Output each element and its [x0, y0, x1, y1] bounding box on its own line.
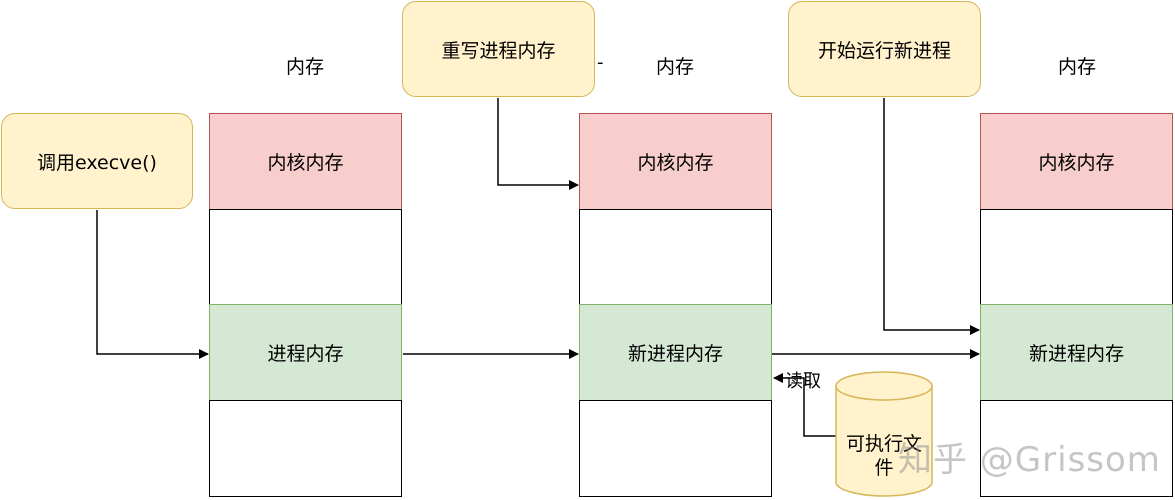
- memory-column-2: 内核内存 新进程内存: [579, 113, 772, 497]
- empty-memory-block: [209, 399, 402, 497]
- memory-label-column3: 内存: [1057, 56, 1096, 78]
- empty-memory-block: [579, 208, 772, 306]
- new-process-memory-block: 新进程内存: [579, 304, 772, 401]
- dash-mark: -: [597, 52, 604, 73]
- empty-memory-block: [980, 399, 1173, 497]
- read-label: 读取: [785, 371, 821, 392]
- new-process-memory-block: 新进程内存: [980, 304, 1173, 401]
- process-memory-block: 进程内存: [209, 304, 402, 401]
- kernel-memory-block: 内核内存: [209, 113, 402, 210]
- memory-column-1: 内核内存 进程内存: [209, 113, 402, 497]
- empty-memory-block: [209, 208, 402, 306]
- executable-file-label: 可执行文件: [845, 433, 922, 479]
- memory-label-column1: 内存: [285, 56, 324, 78]
- kernel-memory-block: 内核内存: [980, 113, 1173, 210]
- empty-memory-block: [579, 399, 772, 497]
- rewrite-memory-note: 重写进程内存: [402, 1, 595, 97]
- kernel-memory-block: 内核内存: [579, 113, 772, 210]
- call-execve-note: 调用execve(): [1, 113, 193, 209]
- empty-memory-block: [980, 208, 1173, 306]
- memory-label-column2: 内存: [655, 56, 694, 78]
- call-execve-text: 调用execve(): [37, 151, 157, 174]
- start-new-process-note: 开始运行新进程: [788, 1, 981, 97]
- arrow-rewrite-to-column2: [497, 98, 579, 190]
- memory-column-3: 内核内存 新进程内存: [980, 113, 1173, 497]
- start-new-process-text: 开始运行新进程: [817, 39, 951, 62]
- arrow-start-to-column3: [883, 98, 980, 335]
- watermark: 知乎 @Grissom: [898, 440, 1161, 480]
- arrow-execve-to-process-memory: [96, 210, 209, 359]
- rewrite-memory-text: 重写进程内存: [441, 39, 556, 62]
